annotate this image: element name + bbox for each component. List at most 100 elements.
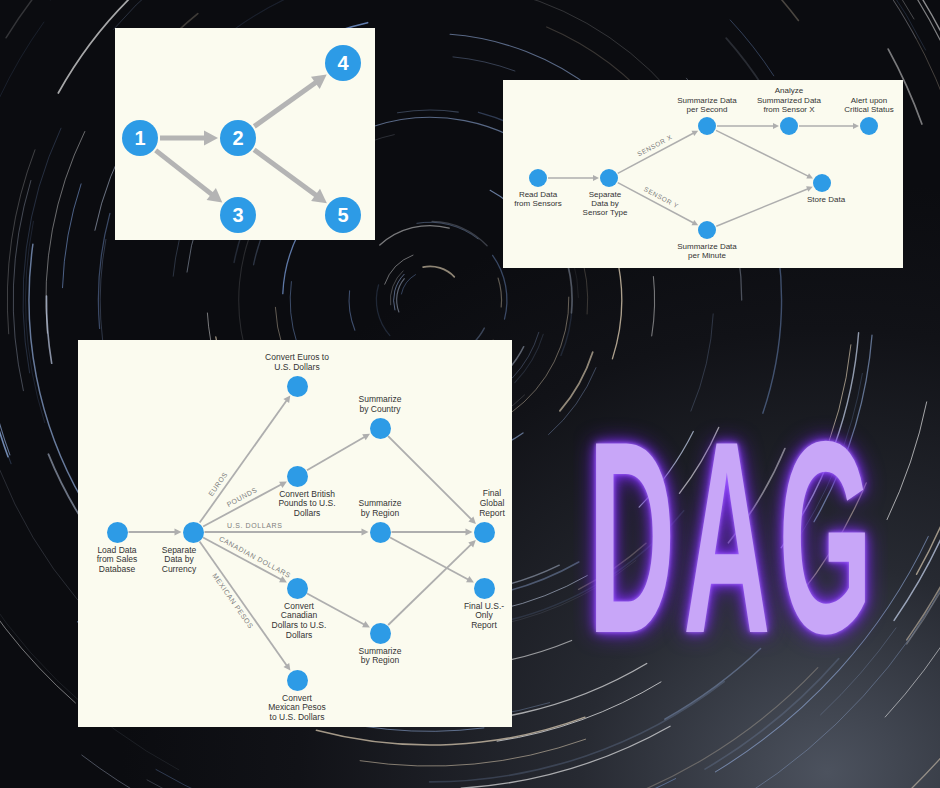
star-trail [423, 266, 454, 276]
dag-node: 2 [220, 120, 256, 156]
edge-line [548, 177, 594, 179]
node-number: 2 [220, 120, 256, 156]
dag-node: Convert British Pounds to U.S. Dollars [287, 466, 308, 487]
node-label: Summarize by Region [355, 647, 405, 667]
dag-node: Separate Data by Sensor Type [600, 169, 618, 187]
edge-line [254, 150, 316, 196]
dag-node: 3 [220, 197, 256, 233]
edge-line [388, 544, 471, 625]
star-trail [809, 0, 916, 38]
edge-line [799, 125, 854, 127]
edge-line [200, 541, 287, 665]
arrow-head [773, 123, 779, 129]
star-trail [498, 278, 501, 307]
edge-arrow [129, 529, 182, 536]
star-trail [691, 314, 713, 411]
node-label: Convert Canadian Dollars to U.S. Dollars [269, 602, 329, 641]
star-trail [29, 244, 83, 500]
node-number: 5 [325, 197, 361, 233]
edge-line [156, 150, 212, 194]
node-label: Load Data from Sales Database [93, 546, 141, 575]
star-trail [349, 291, 355, 330]
star-trail [515, 334, 544, 382]
star-trail [46, 132, 85, 334]
star-trail [0, 22, 44, 181]
star-trail [885, 510, 940, 717]
star-trail [887, 402, 927, 520]
arrow-head [466, 529, 473, 536]
arrow-head [207, 188, 223, 203]
dag-node: Analyze Summarized Data from Sensor X [780, 117, 798, 135]
node-label: Convert Mexican Pesos to U.S. Dollars [267, 694, 327, 723]
dag-node: Summarize Data per Minute [698, 221, 716, 239]
arrow-head [466, 576, 474, 582]
node-label: Alert upon Critical Status [840, 96, 898, 114]
edge-line [254, 82, 316, 126]
star-trail [759, 0, 940, 70]
star-trail [6, 0, 47, 38]
dag-node: 5 [325, 197, 361, 233]
star-trail [156, 770, 405, 788]
node-label: Separate Data by Currency [158, 546, 200, 575]
arrow-head [311, 75, 327, 89]
edge-label: U.S. DOLLARS [227, 521, 282, 528]
star-trail [63, 184, 82, 288]
star-trail [290, 282, 297, 344]
star-trail [0, 542, 75, 703]
star-trail [680, 0, 798, 21]
star-trail [917, 257, 940, 574]
node-label: Summarize Data per Minute [675, 242, 739, 260]
node-label: Store Data [804, 195, 848, 204]
edge-line [618, 183, 694, 223]
star-trail [376, 285, 390, 336]
star-trail [793, 0, 914, 19]
star-trail [894, 458, 940, 621]
dag-node: Read Data from Sensors [529, 169, 547, 187]
node-label: Convert Euros to U.S. Dollars [259, 353, 335, 373]
dag-node: Summarize Data per Second [698, 117, 716, 135]
edge-arrow [160, 131, 218, 146]
dag-node: 1 [122, 120, 158, 156]
dag-node: Summarize by Country [370, 418, 391, 439]
edge-line [392, 531, 467, 533]
node-label: Summarize by Region [355, 499, 405, 519]
arrow-head [806, 173, 813, 178]
star-trail [705, 659, 839, 770]
arrow-head [279, 482, 287, 488]
star-trail [730, 20, 774, 76]
edge-arrow [548, 175, 599, 181]
dag-node: Summarize by Region [370, 522, 391, 543]
star-trail [842, 0, 940, 47]
node-number: 3 [220, 197, 256, 233]
dag-node: Final U.S.-Only Report [474, 578, 495, 599]
node-label: Separate Data by Sensor Type [581, 190, 629, 218]
edge-line [716, 130, 809, 176]
star-trail [605, 779, 676, 788]
star-trail [283, 235, 298, 294]
dag-node: Separate Data by Currency [183, 522, 204, 543]
edge-line [200, 400, 287, 522]
node-label: Summarize Data per Second [675, 96, 739, 114]
edge-arrow [156, 150, 223, 202]
node-label: Analyze Summarized Data from Sensor X [756, 86, 822, 114]
star-trail [878, 741, 940, 788]
edge-arrow [388, 540, 476, 625]
arrow-head [362, 434, 370, 441]
dag-node: Convert Euros to U.S. Dollars [287, 376, 308, 397]
node-number: 1 [122, 120, 158, 156]
star-trail [46, 296, 51, 363]
star-trail [0, 670, 65, 788]
arrow-head [692, 220, 699, 225]
star-trail [114, 0, 215, 29]
star-trail [417, 222, 478, 239]
title-text: DAG [588, 400, 880, 674]
edge-arrow [307, 434, 370, 470]
star-trail [453, 57, 515, 71]
node-label: Convert British Pounds to U.S. Dollars [278, 490, 336, 519]
star-trail [432, 221, 487, 246]
star-trail [560, 352, 593, 411]
edge-arrow [390, 538, 474, 583]
star-trail [0, 222, 10, 455]
star-trail [497, 682, 661, 741]
